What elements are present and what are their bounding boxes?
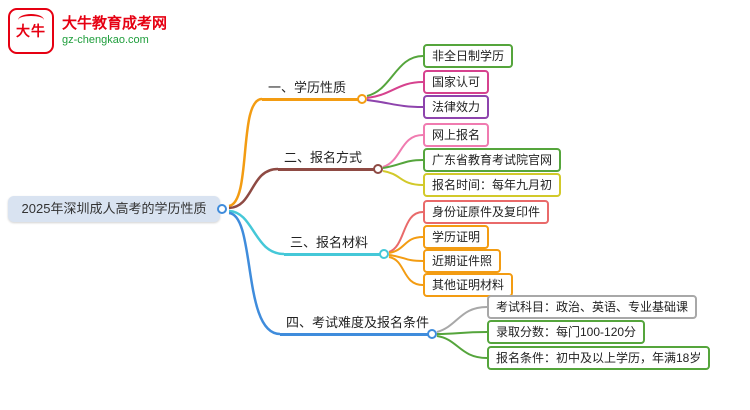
leaf-node[interactable]: 广东省教育考试院官网 [423,148,562,172]
connector-leaf [382,159,424,169]
logo-icon: 大牛 [8,8,54,54]
connector-leaf [436,331,488,335]
connector-leaf [366,99,424,108]
leaf-node[interactable]: 报名时间：每年九月初 [423,173,562,197]
connector-central-branch1 [228,97,263,208]
branch1-junction-dot [357,94,367,104]
branch4-junction-dot [427,329,437,339]
central-branch-connectors [228,97,285,336]
connector-leaf [436,335,488,359]
leaf-node[interactable]: 考试科目：政治、英语、专业基础课 [487,295,698,319]
leaf-node[interactable]: 录取分数：每门100-120分 [487,320,646,344]
logo-domain: gz-chengkao.com [62,34,149,46]
leaf-node[interactable]: 国家认可 [423,70,490,94]
branch-xueli-xingzhi[interactable]: 一、学历性质 [262,79,362,101]
central-junction-dot [217,204,227,214]
connector-leaf [388,211,424,253]
logo-title: 大牛教育成考网 [62,15,168,32]
branch4-leaf-connectors [436,306,488,359]
branch1-leaf-connectors [366,55,424,108]
branch-kaoshi-nandu[interactable]: 四、考试难度及报名条件 [280,314,432,336]
logo-icon-text: 大牛 [16,23,46,39]
leaf-node[interactable]: 身份证原件及复印件 [423,200,550,224]
branch2-leaf-connectors [382,134,424,186]
branch2-junction-dot [373,164,383,174]
branch-baoming-fangshi[interactable]: 二、报名方式 [278,149,378,171]
leaf-node[interactable]: 学历证明 [423,225,490,249]
leaf-node[interactable]: 其他证明材料 [423,273,514,297]
central-topic[interactable]: 2025年深圳成人高考的学历性质 [8,196,220,222]
connector-central-branch4 [228,211,281,336]
connector-leaf [388,254,424,262]
leaf-node[interactable]: 网上报名 [423,123,490,147]
connector-leaf [382,170,424,186]
connector-leaf [366,55,424,97]
leaf-node[interactable]: 法律效力 [423,95,490,119]
leaf-node[interactable]: 非全日制学历 [423,44,514,68]
branch3-leaf-connectors [388,211,424,286]
connector-leaf [436,306,488,333]
leaf-node[interactable]: 报名条件：初中及以上学历，年满18岁 [487,346,711,370]
connector-leaf [388,236,424,254]
connector-leaf [366,81,424,99]
site-logo[interactable]: 大牛 大牛教育成考网 gz-chengkao.com [8,8,167,54]
connector-central-branch3 [228,209,285,256]
connector-central-branch2 [228,167,279,210]
branch-baoming-cailiao[interactable]: 三、报名材料 [284,234,384,256]
leaf-node[interactable]: 近期证件照 [423,249,502,273]
connector-leaf [382,134,424,168]
branch3-junction-dot [379,249,389,259]
logo-text: 大牛教育成考网 gz-chengkao.com [62,15,167,47]
connector-leaf [388,256,424,286]
